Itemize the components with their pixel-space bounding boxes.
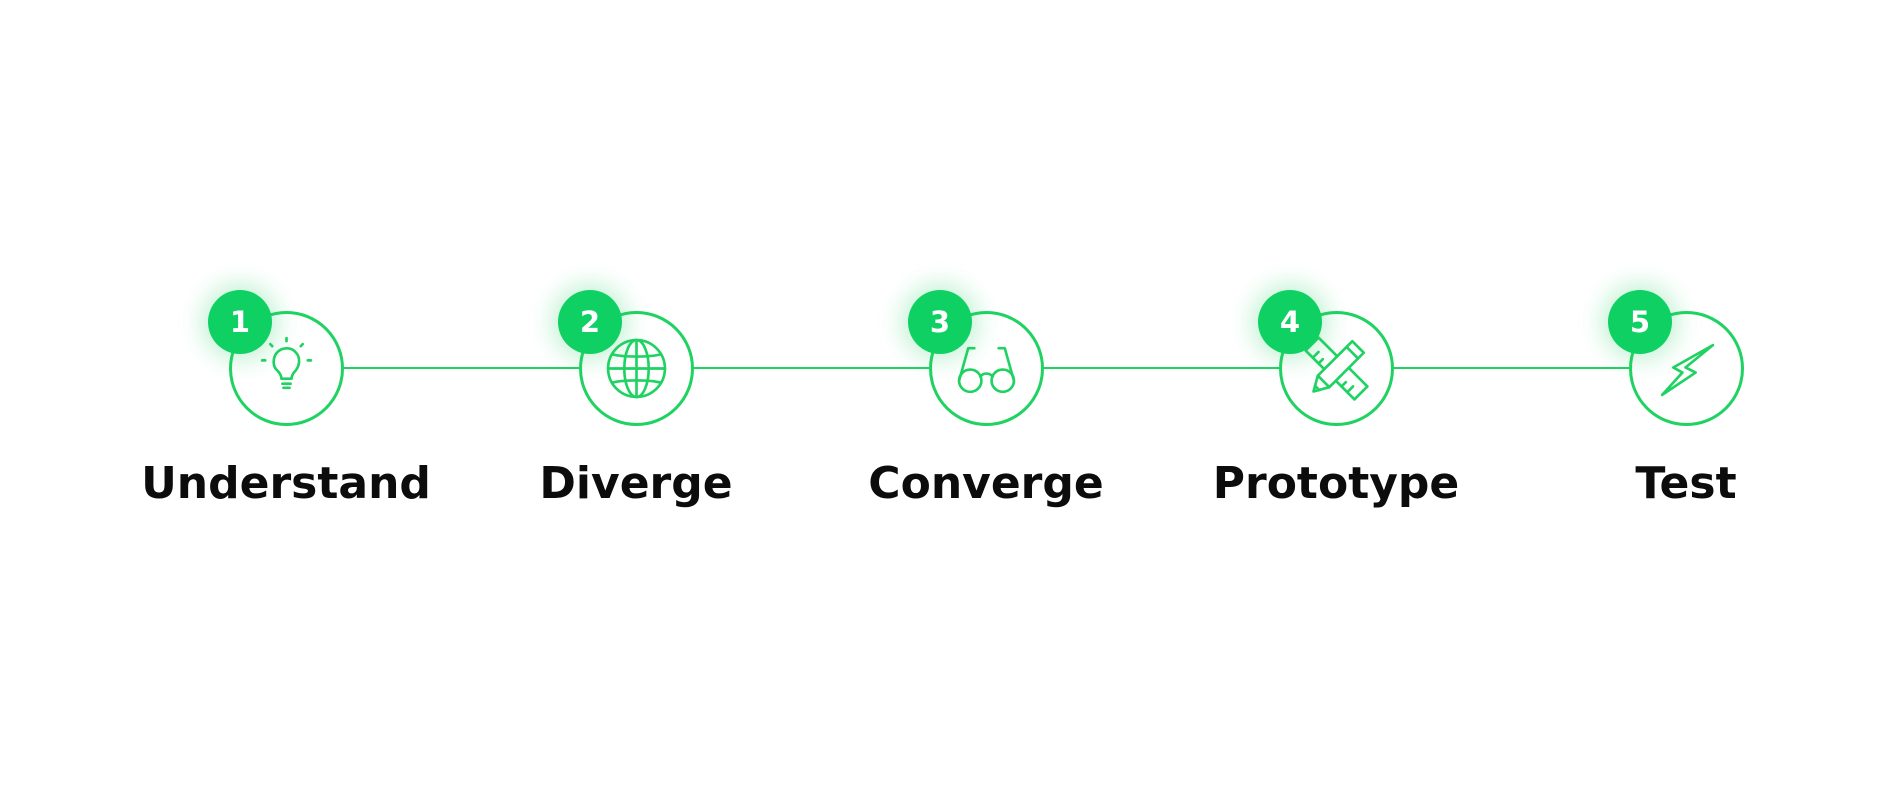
connector-line-4-5 — [1393, 367, 1629, 369]
step-number-badge: 5 — [1608, 290, 1672, 354]
connector-line-2-3 — [693, 367, 929, 369]
step-label: Understand — [141, 458, 431, 509]
step-number-badge: 4 — [1258, 290, 1322, 354]
globe-icon — [606, 338, 667, 399]
ruler-pencil-icon — [1304, 336, 1369, 401]
step-label: Prototype — [1212, 458, 1460, 509]
step-number-badge: 1 — [208, 290, 272, 354]
connector-line-3-4 — [1043, 367, 1279, 369]
step-label: Converge — [868, 458, 1104, 509]
step-label: Diverge — [539, 458, 733, 509]
glasses-icon — [957, 346, 1016, 394]
step-number-badge: 3 — [908, 290, 972, 354]
lightning-bolt-icon — [1660, 343, 1715, 397]
step-label: Test — [1635, 458, 1737, 509]
connector-line-1-2 — [343, 367, 579, 369]
lightbulb-icon — [260, 336, 313, 390]
step-number-badge: 2 — [558, 290, 622, 354]
